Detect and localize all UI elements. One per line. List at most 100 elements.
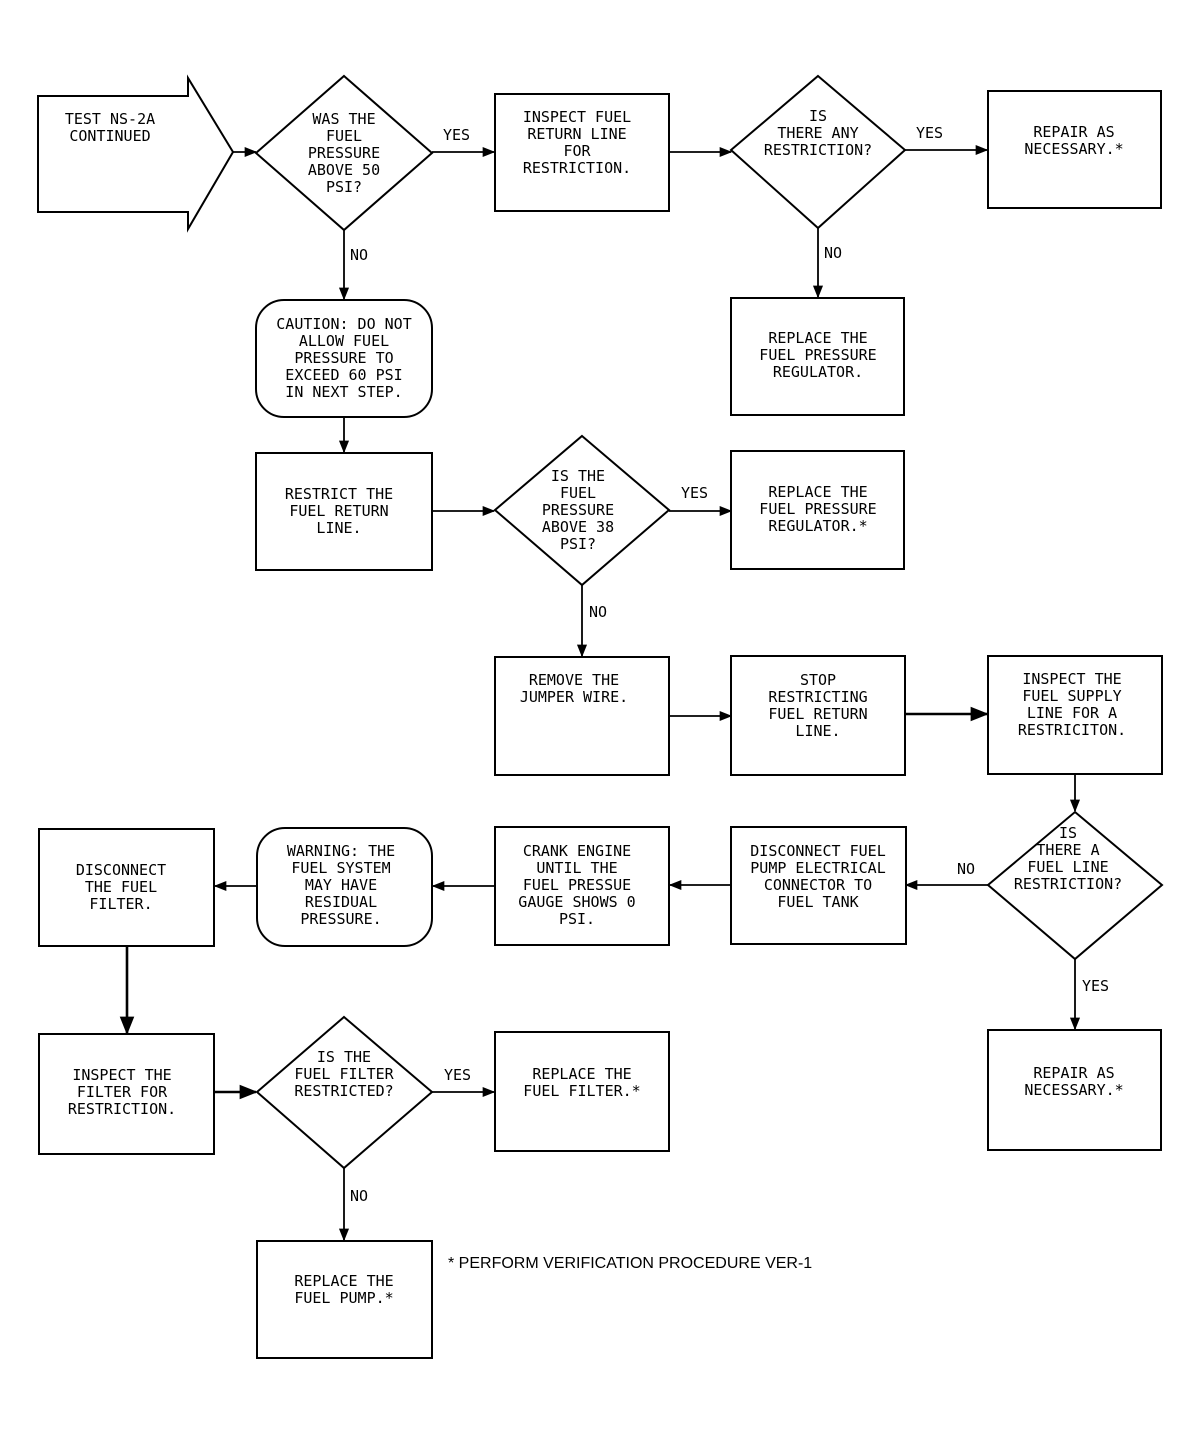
box-replace-reg2 [730,450,905,570]
edge-labels: YES NO YES NO YES NO NO YES YES NO [350,124,1109,1205]
label-yes-q38: YES [681,484,708,502]
box-inspect-supply [987,655,1163,775]
replace-pump-line: FUEL PUMP.* [294,1289,393,1307]
label-yes-restriction: YES [916,124,943,142]
stop-restrict-line: RESTRICTING [768,688,867,706]
restrict-line: FUEL RETURN [289,502,388,520]
inspect-return-line: RETURN LINE [527,125,626,143]
repair1-line: NECESSARY.* [1024,140,1123,158]
q-filter-line: IS THE [317,1048,371,1066]
inspect-filter-line: RESTRICTION. [68,1100,176,1118]
inspect-filter-line: FILTER FOR [77,1083,168,1101]
box-inspect-return [494,93,670,212]
label-no-q38: NO [589,603,607,621]
caution-line: EXCEED 60 PSI [285,366,402,384]
caution-line: CAUTION: DO NOT [276,315,411,333]
label-no-filter: NO [350,1187,368,1205]
label-no-fuel-line: NO [957,860,975,878]
start-line: TEST NS-2A [65,110,155,128]
box-replace-pump [256,1240,433,1359]
restrict-line: RESTRICT THE [285,485,393,503]
box-replace-reg1 [730,297,905,416]
warning-line: RESIDUAL [305,893,377,911]
q-fuel-line-line: THERE A [1036,841,1099,859]
shapes [37,74,1164,1359]
inspect-supply-line: INSPECT THE [1022,670,1121,688]
q38-line: IS THE [551,467,605,485]
caution-line: IN NEXT STEP. [285,383,402,401]
warning-line: WARNING: THE [287,842,395,860]
disconnect-filter-line: FILTER. [89,895,152,913]
inspect-supply-line: LINE FOR A [1027,704,1117,722]
box-crank [494,826,670,946]
decision-restriction-shape [729,74,907,230]
decision-filter-shape [255,1015,434,1170]
warning-line: PRESSURE. [300,910,381,928]
q-fuel-line-line: IS [1059,824,1077,842]
restrict-line: LINE. [316,519,361,537]
box-inspect-filter [38,1033,215,1155]
replace-reg1-line: REPLACE THE [768,329,867,347]
decision-q38-shape [493,434,671,587]
q50-line: ABOVE 50 [308,161,380,179]
box-warning [256,827,433,947]
box-repair1 [987,90,1162,209]
inspect-supply-line: RESTRICITON. [1018,721,1126,739]
q-filter-line: FUEL FILTER [294,1065,394,1083]
repair1-line: REPAIR AS [1033,123,1114,141]
box-disconnect-pump [730,826,907,945]
disconnect-pump-line: DISCONNECT FUEL [750,842,885,860]
q38-line: PRESSURE [542,501,614,519]
repair2-line: NECESSARY.* [1024,1081,1123,1099]
q38-line: ABOVE 38 [542,518,614,536]
q50-line: PSI? [326,178,362,196]
q38-line: PSI? [560,535,596,553]
stop-restrict-line: FUEL RETURN [768,705,867,723]
inspect-supply-line: FUEL SUPPLY [1022,687,1121,705]
crank-line: UNTIL THE [536,859,617,877]
replace-reg2-line: FUEL PRESSURE [759,500,876,518]
start-line: CONTINUED [69,127,150,145]
box-stop-restrict [730,655,906,776]
label-yes-filter: YES [444,1066,471,1084]
replace-filter-line: FUEL FILTER.* [523,1082,640,1100]
q-filter-line: RESTRICTED? [294,1082,393,1100]
q-restriction-line: IS [809,107,827,125]
replace-reg2-line: REPLACE THE [768,483,867,501]
connectors [119,144,1081,1242]
box-repair2 [987,1029,1162,1151]
decision-fuel-line-shape [986,810,1164,961]
caution-line: PRESSURE TO [294,349,393,367]
crank-line: GAUGE SHOWS 0 [518,893,635,911]
footnote: * PERFORM VERIFICATION PROCEDURE VER-1 [448,1255,812,1272]
box-replace-filter [494,1031,670,1152]
start-arrow-shape [37,74,235,233]
inspect-return-line: RESTRICTION. [523,159,631,177]
replace-reg1-line: REGULATOR. [773,363,863,381]
crank-line: CRANK ENGINE [523,842,631,860]
inspect-return-line: FOR [563,142,591,160]
inspect-filter-line: INSPECT THE [72,1066,171,1084]
warning-line: FUEL SYSTEM [291,859,390,877]
disconnect-pump-line: FUEL TANK [777,893,858,911]
box-remove-jumper [494,656,670,776]
q50-line: FUEL [326,127,362,145]
